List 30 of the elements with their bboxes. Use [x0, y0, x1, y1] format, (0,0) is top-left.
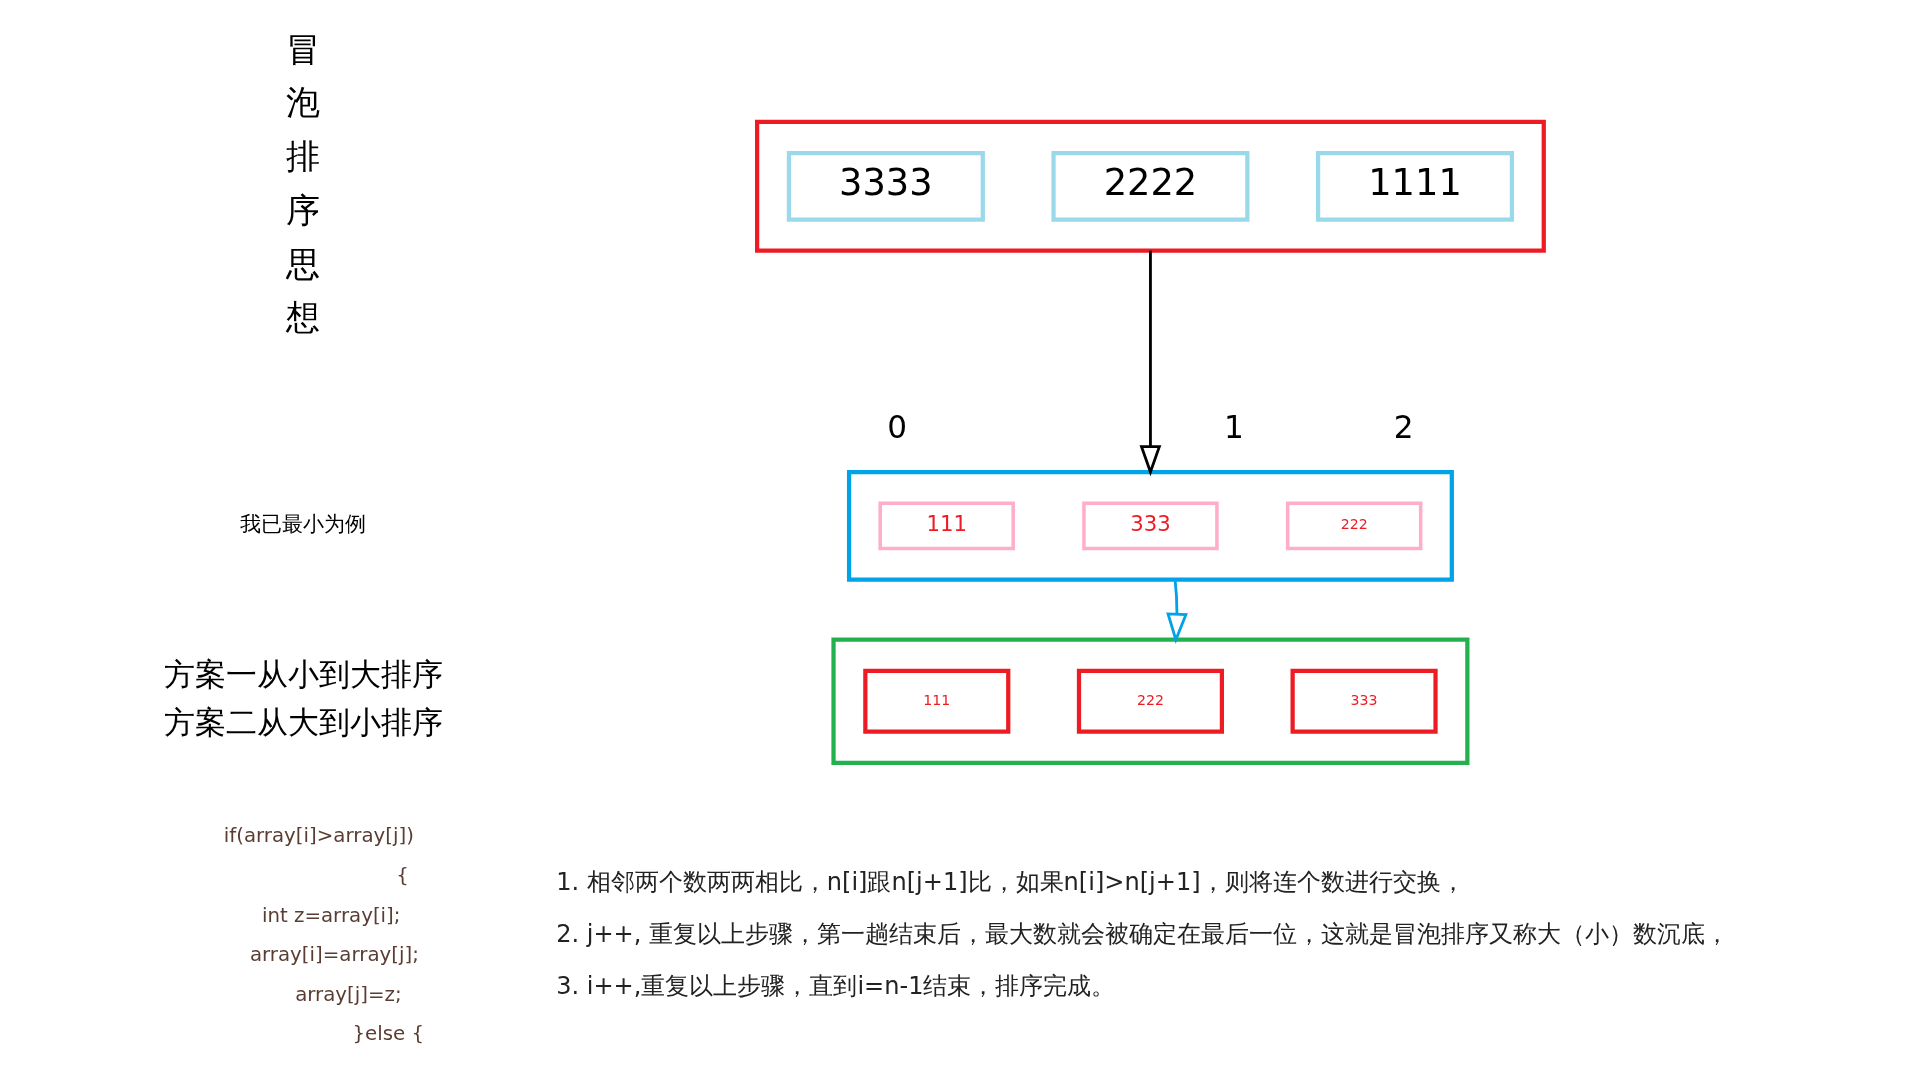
label: 3. i++,重复以上步骤，直到i=n-1结束，排序完成。 — [555, 972, 1115, 1001]
label: 方案一从小到大排序 — [163, 656, 443, 693]
cluster — [754, 119, 1546, 253]
label: int z=array[i]; — [261, 903, 401, 927]
cluster — [830, 637, 1469, 765]
label: array[i]=array[j]; — [249, 943, 419, 967]
label: { — [395, 863, 409, 887]
arrow — [1165, 579, 1188, 645]
node-box: 1111 — [1315, 150, 1514, 222]
node-box: 222 — [1285, 501, 1422, 551]
label: 2 — [1393, 408, 1414, 445]
label: array[j]=z; — [294, 982, 402, 1006]
node-box: 333 — [1081, 501, 1219, 551]
label: 冒泡排序思想 — [285, 28, 320, 338]
node-box: 333 — [1290, 668, 1438, 734]
label: 方案二从大到小排序 — [163, 704, 443, 741]
arrow — [1139, 250, 1161, 477]
node-box: 111 — [877, 501, 1015, 551]
label: 2. j++, 重复以上步骤，第一趟结束后，最大数就会被确定在最后一位，这就是冒泡排序又称大（小）数沉底， — [555, 919, 1729, 948]
cluster — [846, 469, 1454, 582]
node-box: 222 — [1076, 668, 1224, 734]
label: }else { — [351, 1022, 424, 1046]
label: if(array[i]>array[j]) — [223, 824, 414, 848]
node-box: 3333 — [786, 150, 985, 222]
node-box: 2222 — [1050, 150, 1249, 222]
node-box: 111 — [862, 668, 1010, 734]
label: 1. 相邻两个数两两相比，n[i]跟n[j+1]比，如果n[i]>n[j+1]，则将连个数进行交换， — [555, 867, 1465, 896]
label: 我已最小为例 — [239, 510, 366, 536]
label: 1 — [1223, 408, 1244, 445]
label: 0 — [886, 408, 907, 445]
